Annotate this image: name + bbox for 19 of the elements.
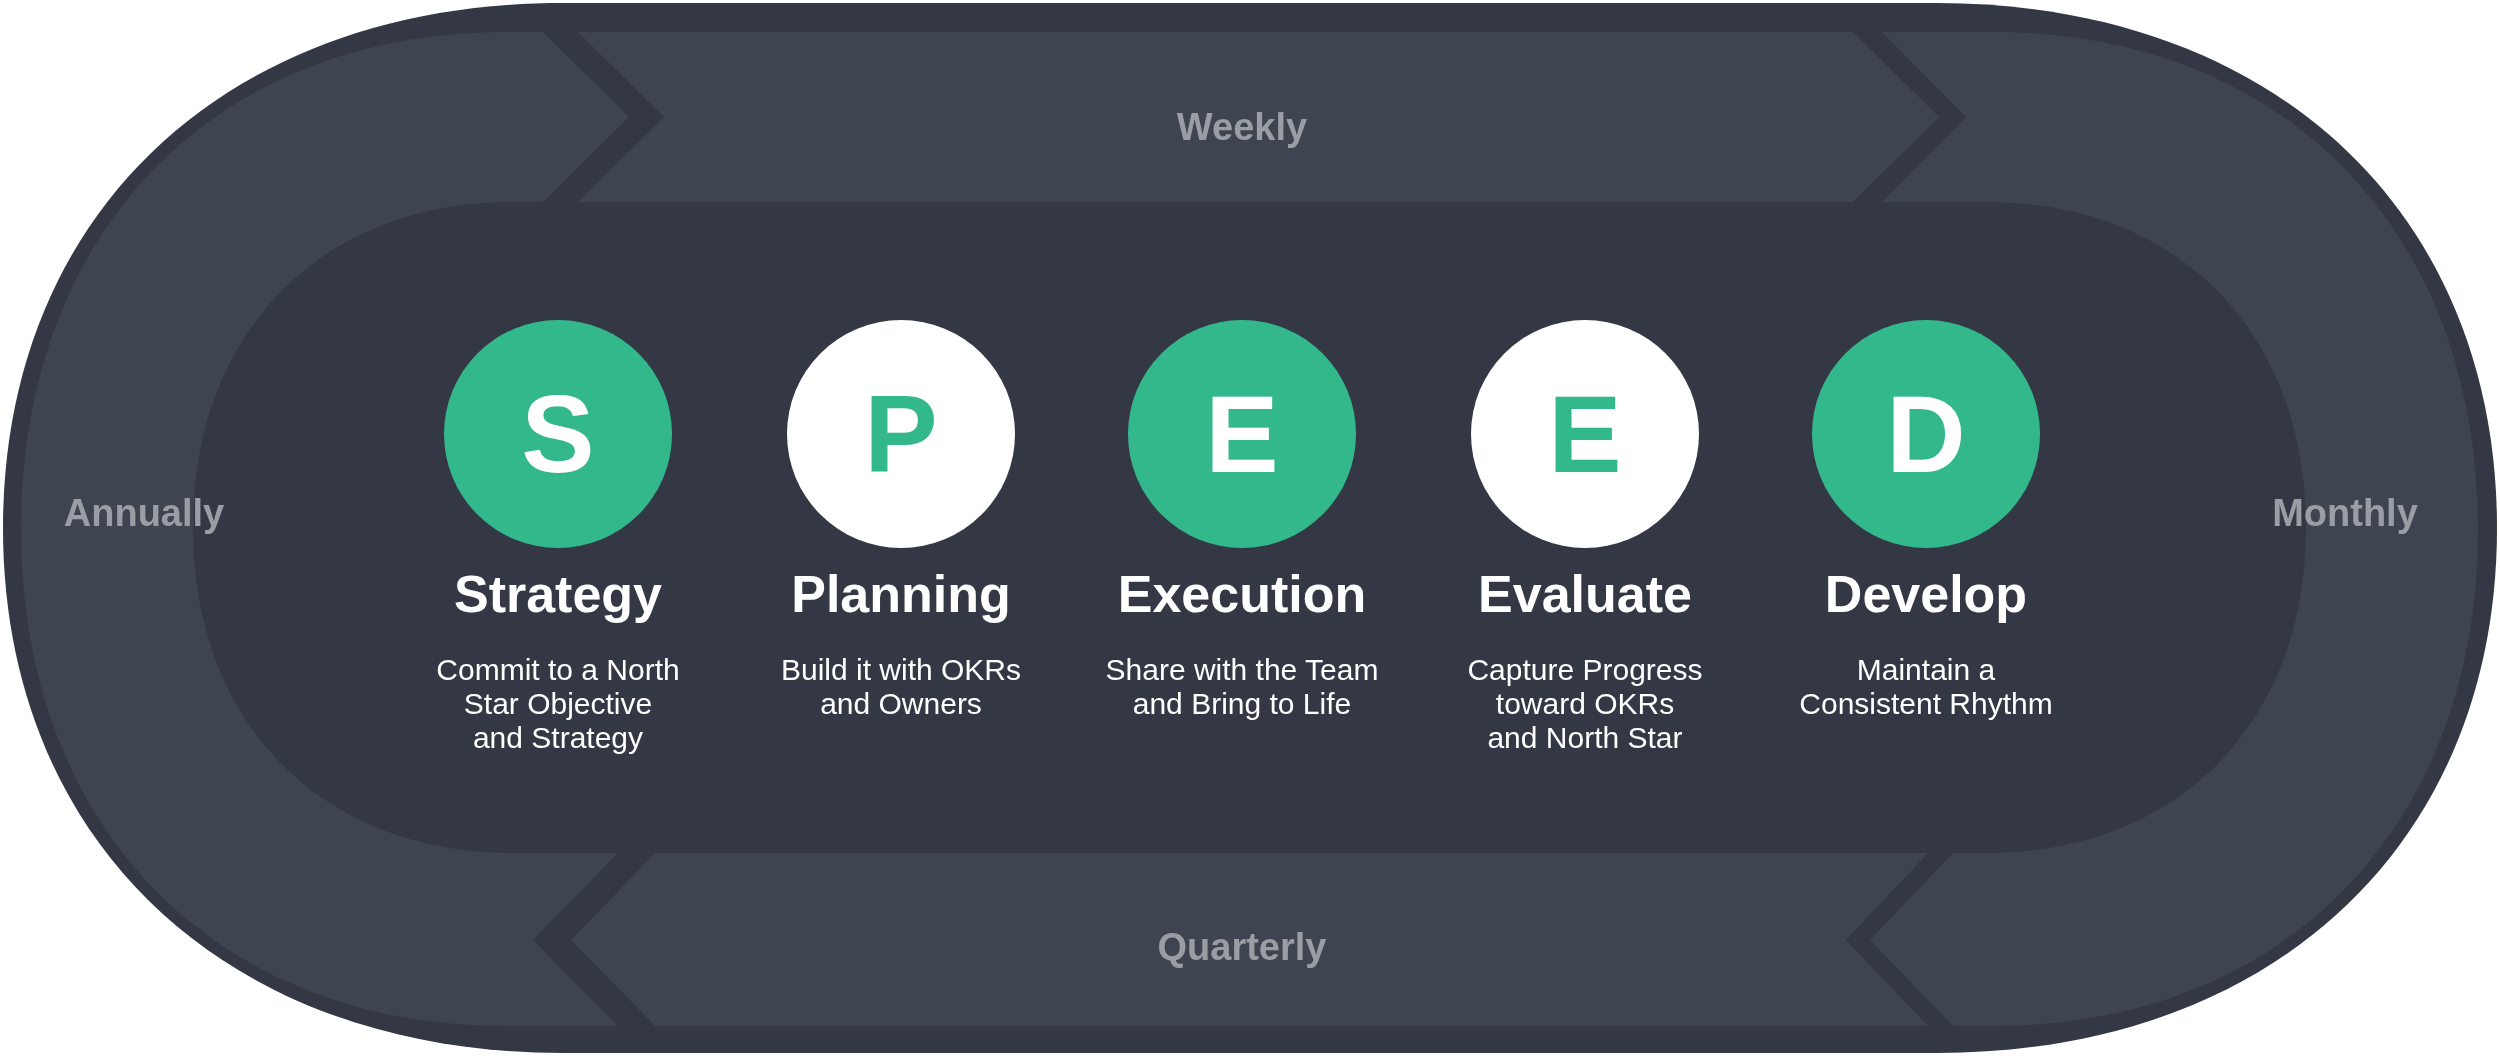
step-description: Commit to a North Star Objective and Strategy [435,653,681,755]
cycle-label: Monthly [2272,491,2418,535]
step-description: Build it with OKRs and Owners [779,653,1023,721]
step-title: Planning [791,565,1011,623]
step-description: Capture Progress toward OKRs and North Star [1466,653,1704,755]
cycle-label: Quarterly [1157,925,1327,969]
step-initial: S [521,379,595,489]
step-initial: E [1548,379,1622,489]
step-title: Execution [1117,565,1367,623]
step-initial: P [864,379,938,489]
step-description: Maintain a Consistent Rhythm [1798,653,2054,721]
step-initial: E [1205,379,1279,489]
cycle-label: Weekly [1176,105,1308,149]
step-title: Evaluate [1478,565,1692,623]
step-title: Develop [1824,565,2028,623]
step-initial: D [1886,379,1966,489]
step-description: Share with the Team and Bring to Life [1104,653,1380,721]
cycle-label: Annually [63,491,225,535]
step-title: Strategy [453,565,663,623]
